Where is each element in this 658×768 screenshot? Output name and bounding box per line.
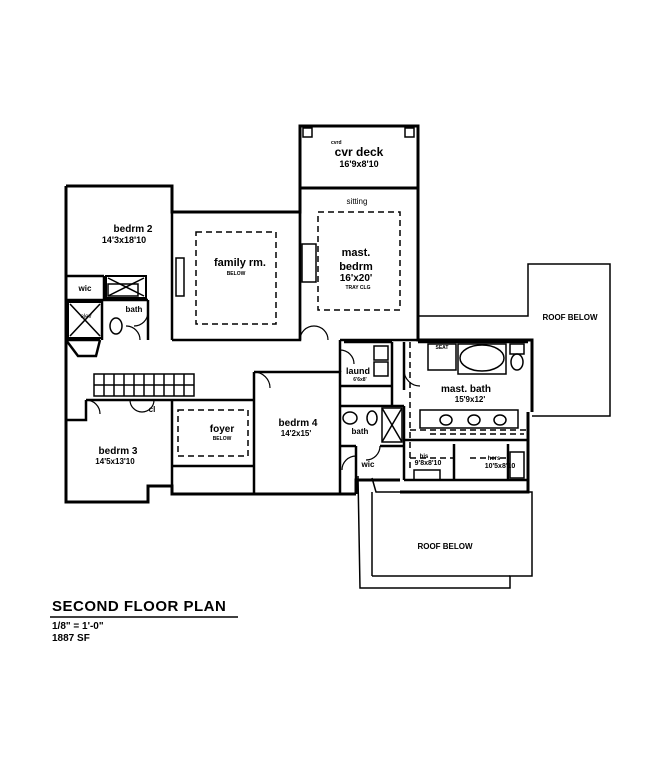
plan-scale: 1/8" = 1'-0" (52, 621, 104, 632)
sitting-label: sitting (347, 197, 368, 206)
doors (85, 311, 421, 471)
his-size: 9'8x8'10 (415, 460, 442, 467)
mast-bedrm-note: TRAY CLG (345, 285, 370, 291)
roof-below-right-label: ROOF BELOW (542, 313, 598, 322)
bedrm2-size: 14'3x18'10 (102, 235, 146, 245)
cl-label: cl (149, 405, 156, 414)
cvr-deck-prefix: cvrd (331, 140, 342, 146)
bedrm4-size: 14'2x15' (281, 429, 312, 438)
mast-bath-size: 15'9x12' (455, 395, 486, 404)
laund-label: laund (346, 366, 370, 376)
hers-label: hers (488, 456, 501, 462)
stairs (93, 373, 195, 397)
laund-size: 6'6x8' (353, 377, 367, 383)
family-rm-note: BELOW (227, 271, 246, 277)
his-label: his (420, 454, 429, 460)
foyer-label: foyer (210, 424, 235, 435)
mast-bedrm-line2: bedrm (339, 261, 373, 273)
hers-size: 10'5x8'10 (485, 463, 516, 470)
elev-label: elev (80, 314, 91, 320)
plan-area: 1887 SF (52, 633, 90, 644)
bath-label-1: bath (126, 305, 143, 314)
mast-bedrm-line1: mast. (342, 247, 371, 259)
cvr-deck-size: 16'9x8'10 (339, 159, 378, 169)
interior-walls (65, 186, 528, 494)
mast-bath-label: mast. bath (441, 384, 491, 395)
bedrm4-label: bedrm 4 (279, 418, 318, 429)
plan-title: SECOND FLOOR PLAN (52, 598, 226, 615)
seat-label: SEAT (436, 345, 449, 351)
bedrm3-label: bedrm 3 (99, 446, 138, 457)
foyer-note: BELOW (213, 436, 232, 442)
ceiling-outlines (177, 211, 528, 472)
mast-bedrm-size: 16'x20' (340, 273, 373, 284)
wic-label-2: wic (361, 460, 375, 469)
bedrm3-size: 14'5x13'10 (95, 457, 135, 466)
wic-label-1: wic (78, 284, 92, 293)
roof-below-bottom-label: ROOF BELOW (417, 542, 473, 551)
roof-below-right (418, 263, 611, 417)
fixtures (69, 243, 525, 481)
family-rm-label: family rm. (214, 257, 266, 269)
bath-label-2: bath (352, 427, 369, 436)
cvr-deck-label: cvr deck (335, 145, 384, 159)
bedrm2-label: bedrm 2 (114, 224, 153, 235)
